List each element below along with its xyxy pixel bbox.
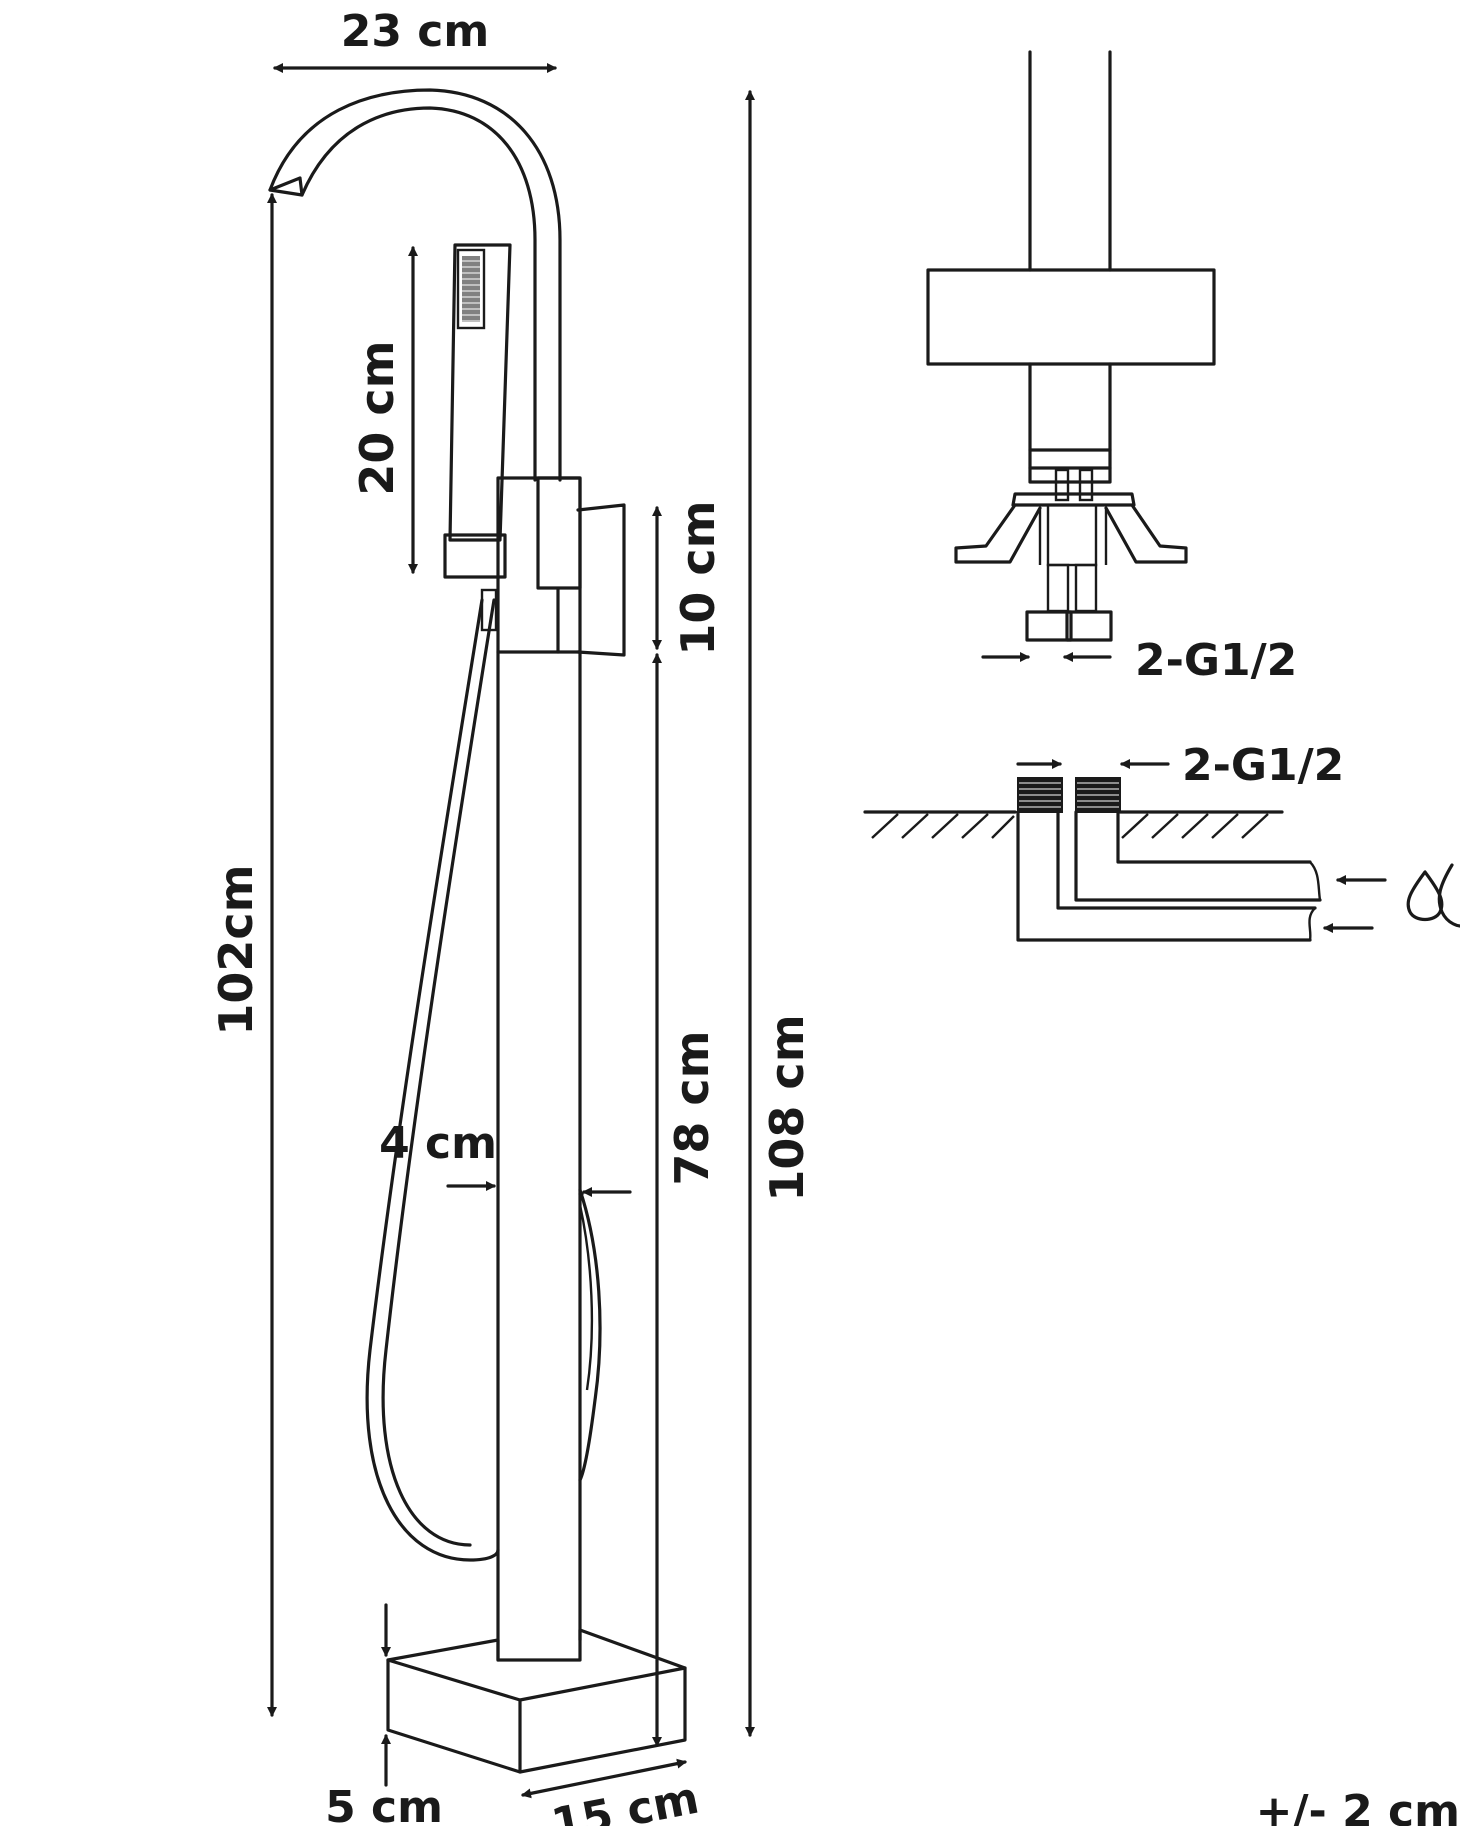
spout-outer xyxy=(268,88,562,482)
pipe-middle-inner xyxy=(1074,810,1322,902)
label-base-height: 5 cm xyxy=(325,1782,443,1826)
water-drops-icon xyxy=(1406,863,1460,928)
dim-line-15 xyxy=(521,1758,687,1799)
mixer-front xyxy=(536,476,582,590)
pipe-outer xyxy=(1016,810,1312,942)
handset-spray-head xyxy=(456,248,486,330)
pipe-inner xyxy=(1116,810,1312,864)
label-base-width: 15 cm xyxy=(547,1773,702,1826)
label-mixer-height: 10 cm xyxy=(671,500,725,655)
label-pillar-width: 4 cm xyxy=(379,1118,497,1169)
floor-hatching xyxy=(871,813,1269,839)
dimension-lines xyxy=(267,63,755,1799)
label-width-top: 23 cm xyxy=(341,6,489,57)
label-handset-length: 20 cm xyxy=(350,340,404,495)
label-total-height-spout: 102cm xyxy=(209,864,263,1035)
faucet-base xyxy=(386,1628,687,1774)
spout-inner xyxy=(300,106,537,482)
dim-arrow-4-right xyxy=(580,1192,632,1194)
label-pillar-height: 78 cm xyxy=(665,1030,719,1185)
faucet-drawing xyxy=(268,88,687,1774)
label-connector-top: 2-G1/2 xyxy=(1135,635,1297,686)
label-total-height: 108 cm xyxy=(760,1014,814,1201)
hose-outer xyxy=(365,598,500,1562)
handset xyxy=(448,243,512,542)
connector-detail xyxy=(926,50,1216,662)
thread-left xyxy=(1017,777,1063,813)
hose-inner xyxy=(381,598,496,1547)
floor-install-detail xyxy=(863,759,1460,942)
hose-right-loop xyxy=(578,1188,602,1482)
connector-base-block xyxy=(926,268,1216,366)
pipe-middle-outer xyxy=(1056,810,1317,910)
handset-holder xyxy=(443,533,507,579)
thread-right xyxy=(1075,777,1121,813)
spray-holes xyxy=(462,256,480,322)
label-tolerance: +/- 2 cm xyxy=(1256,1786,1460,1826)
spout-tip xyxy=(268,176,304,197)
mixer-lever xyxy=(576,503,626,657)
hose-right-loop-inner xyxy=(578,1204,594,1391)
label-connector-floor: 2-G1/2 xyxy=(1182,740,1344,791)
